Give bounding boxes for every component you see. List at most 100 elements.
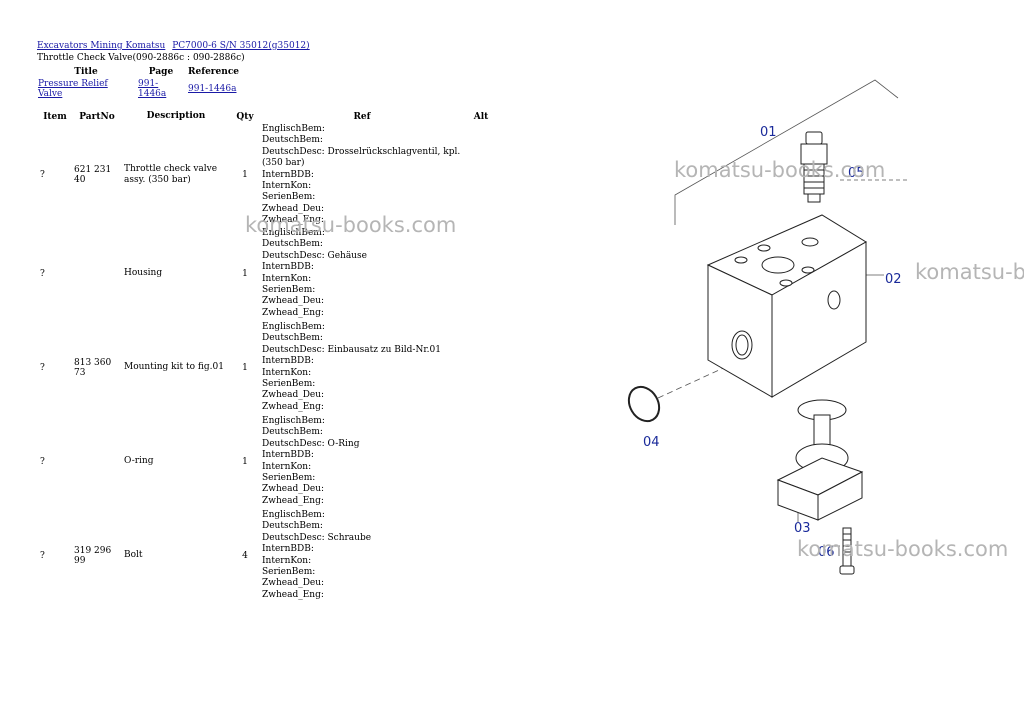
ref-line: DeutschDesc: Schraube xyxy=(262,532,372,543)
ref-header-page: Page xyxy=(148,67,174,77)
watermark: komatsu-b xyxy=(915,260,1024,284)
ref-line: InternKon: xyxy=(262,461,312,472)
bolt-06-shape xyxy=(839,527,855,575)
ref-header-reference: Reference xyxy=(188,67,240,77)
table-row: ? 813 360 73 Mounting kit to fig.01 1 Englis… xyxy=(36,321,498,415)
ref-line: EnglischBem: xyxy=(262,228,325,239)
ref-line: DeutschDesc: O-Ring xyxy=(262,438,360,449)
item-cell: ? xyxy=(40,456,45,467)
ref-line: Zwhead_Deu: xyxy=(262,296,325,307)
item-cell: ? xyxy=(40,268,45,279)
qty-cell: 4 xyxy=(242,550,248,561)
ref-line: Zwhead_Eng: xyxy=(262,589,324,600)
watermark: komatsu-books.com xyxy=(797,537,1009,561)
alt-cell xyxy=(464,509,498,603)
ref-link-page[interactable]: 991-1446a xyxy=(138,79,167,99)
ref-line: Zwhead_Deu: xyxy=(262,578,325,589)
ref-line: Zwhead_Eng: xyxy=(262,495,324,506)
ref-line: InternKon: xyxy=(262,181,312,192)
watermark: komatsu-books.com xyxy=(674,158,886,182)
ref-line: InternBDB: xyxy=(262,544,314,555)
ref-line: Zwhead_Deu: xyxy=(262,390,325,401)
ref-cell: EnglischBem:DeutschBem:DeutschDesc: O-Ri… xyxy=(260,415,464,509)
ref-line: InternBDB: xyxy=(262,169,314,180)
ref-line: DeutschDesc: Drosselrückschlagventil, kp… xyxy=(262,146,461,157)
qty-cell: 1 xyxy=(242,268,248,279)
ref-line: EnglischBem: xyxy=(262,124,325,134)
ref-line: EnglischBem: xyxy=(262,322,325,333)
description-cell: Mounting kit to fig.01 xyxy=(124,362,224,373)
ref-line: Zwhead_Deu: xyxy=(262,203,325,214)
ref-line: DeutschBem: xyxy=(262,239,323,250)
ref-link-title[interactable]: Pressure Relief Valve xyxy=(38,79,108,99)
description-cell: Throttle check valve assy. (350 bar) xyxy=(124,164,218,186)
ref-line: InternKon: xyxy=(262,367,312,378)
ref-line: EnglischBem: xyxy=(262,416,325,427)
callout-05: 05 xyxy=(848,166,865,181)
partno-cell: 621 231 40 xyxy=(74,165,112,186)
callout-03: 03 xyxy=(794,521,811,536)
ref-line: DeutschDesc: Einbausatz zu Bild-Nr.01 xyxy=(262,344,441,355)
item-cell: ? xyxy=(40,550,45,561)
ref-cell: EnglischBem:DeutschBem:DeutschDesc: Einb… xyxy=(260,321,464,415)
exploded-diagram: 01 02 03 04 05 06 xyxy=(627,79,910,575)
partno-cell: 813 360 73 xyxy=(74,357,112,378)
ref-line: (350 bar) xyxy=(262,158,305,169)
callout-06: 06 xyxy=(818,545,835,560)
ref-line: EnglischBem: xyxy=(262,510,325,521)
qty-cell: 1 xyxy=(242,362,248,373)
alt-cell xyxy=(464,321,498,415)
reference-table: Title Page Reference Pressure Relief Val… xyxy=(36,66,241,100)
parts-header-qty: Qty xyxy=(236,111,254,122)
partno-cell xyxy=(72,415,122,509)
qty-cell: 1 xyxy=(242,170,248,181)
parts-header-ref: Ref xyxy=(353,111,371,122)
ref-cell: EnglischBem:DeutschBem:DeutschDesc: Schr… xyxy=(260,509,464,603)
parts-table: Item PartNo Description Qty Ref Alt ?621… xyxy=(36,109,498,603)
partno-cell: 319 296 99 xyxy=(74,545,112,566)
leader-01 xyxy=(674,79,899,225)
ref-line: InternKon: xyxy=(262,555,312,566)
ref-line: SerienBem: xyxy=(262,473,316,484)
page-subtitle: Throttle Check Valve(090-2886c : 090-288… xyxy=(37,53,245,63)
description-cell: Bolt xyxy=(124,550,143,561)
description-cell: Housing xyxy=(124,268,163,279)
description-cell: O-ring xyxy=(124,456,154,467)
alt-cell xyxy=(464,124,498,227)
leader-04 xyxy=(657,364,731,399)
alt-cell xyxy=(464,227,498,321)
ref-line: Zwhead_Eng: xyxy=(262,215,324,226)
item-cell: ? xyxy=(40,362,45,373)
o-ring-04-shape xyxy=(627,385,661,423)
breadcrumb-link-model[interactable]: PC7000-6 S/N 35012(g35012) xyxy=(172,41,310,51)
ref-line: SerienBem: xyxy=(262,285,316,296)
ref-cell: EnglischBem:DeutschBem:DeutschDesc: Dros… xyxy=(260,124,464,227)
ref-line: SerienBem: xyxy=(262,567,316,578)
ref-line: InternKon: xyxy=(262,273,312,284)
breadcrumb-link-category[interactable]: Excavators Mining Komatsu xyxy=(37,41,166,51)
partno-cell xyxy=(72,227,122,321)
ref-line: InternBDB: xyxy=(262,356,314,367)
ref-line: Zwhead_Eng: xyxy=(262,401,324,412)
ref-line: DeutschBem: xyxy=(262,333,323,344)
ref-header-title: Title xyxy=(74,67,98,77)
ref-line: Zwhead_Deu: xyxy=(262,484,325,495)
ref-line: Zwhead_Eng: xyxy=(262,307,324,318)
ref-line: InternBDB: xyxy=(262,450,314,461)
table-row: ? Housing 1 EnglischBem:DeutschBem:DeutschD… xyxy=(36,227,498,321)
table-row: ? 319 296 99 Bolt 4 EnglischBem:DeutschBem:D… xyxy=(36,509,498,603)
qty-cell: 1 xyxy=(242,456,248,467)
parts-header-alt: Alt xyxy=(473,111,489,122)
ref-cell: EnglischBem:DeutschBem:DeutschDesc: Gehä… xyxy=(260,227,464,321)
table-row: ? 621 231 40 Throttle check valve assy. (3… xyxy=(36,124,498,227)
watermark: komatsu-books.com xyxy=(245,213,457,237)
parts-header-partno: PartNo xyxy=(79,111,115,122)
housing-02-shape xyxy=(706,214,867,398)
callout-02: 02 xyxy=(885,272,902,287)
item-cell: ? xyxy=(40,170,45,181)
breadcrumb: Excavators Mining Komatsu PC7000-6 S/N 3… xyxy=(37,40,314,52)
ref-line: SerienBem: xyxy=(262,192,316,203)
ref-line: DeutschBem: xyxy=(262,427,323,438)
ref-line: DeutschDesc: Gehäuse xyxy=(262,250,367,261)
ref-link-reference[interactable]: 991-1446a xyxy=(188,84,237,94)
